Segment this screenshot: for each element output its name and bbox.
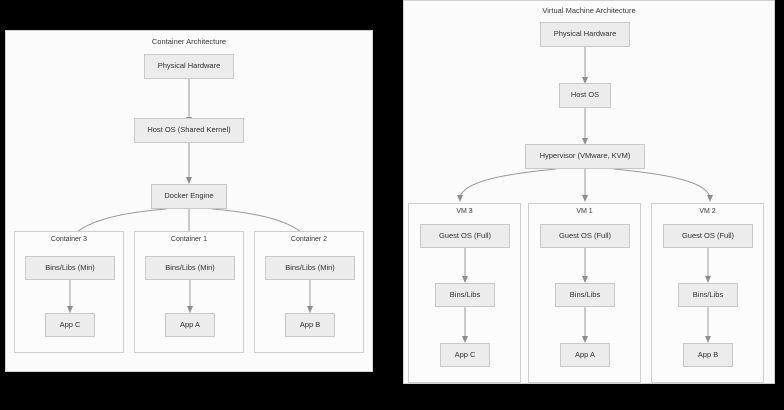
node-guest-os-full-vm3[interactable]: Guest OS (Full) — [420, 224, 510, 248]
group-vm-3-title: VM 3 — [456, 208, 473, 215]
container-architecture-panel: Container Architecture Physical Hardware… — [5, 30, 373, 372]
container-panel-title: Container Architecture — [151, 37, 227, 46]
group-container-1[interactable]: Container 1 Bins/Libs (Min) App A — [134, 231, 244, 353]
group-container-2[interactable]: Container 2 Bins/Libs (Min) App B — [254, 231, 364, 353]
group-vm-1-title: VM 1 — [576, 208, 593, 215]
group-container-3-title: Container 3 — [50, 236, 88, 243]
node-physical-hardware[interactable]: Physical Hardware — [144, 54, 234, 79]
node-binslibs-min-c1[interactable]: Bins/Libs (Min) — [145, 256, 235, 280]
node-binslibs-vm2[interactable]: Bins/Libs — [678, 283, 738, 307]
group-vm-1[interactable]: VM 1 Guest OS (Full) Bins/Libs App A — [528, 203, 641, 383]
node-host-os[interactable]: Host OS — [559, 83, 611, 108]
virtual-machine-architecture-panel: Virtual Machine Architecture Physical Ha… — [403, 0, 775, 384]
node-binslibs-min-c2[interactable]: Bins/Libs (Min) — [265, 256, 355, 280]
node-app-b-vm[interactable]: App B — [683, 343, 733, 367]
group-vm-2[interactable]: VM 2 Guest OS (Full) Bins/Libs App B — [651, 203, 764, 383]
node-app-a-vm[interactable]: App A — [560, 343, 610, 367]
node-guest-os-full-vm2[interactable]: Guest OS (Full) — [663, 224, 753, 248]
node-binslibs-vm3[interactable]: Bins/Libs — [435, 283, 495, 307]
node-host-os-shared-kernel[interactable]: Host OS (Shared Kernel) — [134, 118, 244, 143]
node-physical-hardware-vm[interactable]: Physical Hardware — [540, 22, 630, 47]
group-vm-3[interactable]: VM 3 Guest OS (Full) Bins/Libs App C — [408, 203, 521, 383]
node-guest-os-full-vm1[interactable]: Guest OS (Full) — [540, 224, 630, 248]
node-app-c-vm[interactable]: App C — [440, 343, 490, 367]
vm-panel-title: Virtual Machine Architecture — [542, 6, 636, 15]
node-app-c-container[interactable]: App C — [45, 313, 95, 337]
group-container-3[interactable]: Container 3 Bins/Libs (Min) App C — [14, 231, 124, 353]
node-hypervisor[interactable]: Hypervisor (VMware, KVM) — [525, 144, 645, 169]
group-vm-2-title: VM 2 — [699, 208, 716, 215]
node-binslibs-vm1[interactable]: Bins/Libs — [555, 283, 615, 307]
group-container-1-title: Container 1 — [170, 236, 208, 243]
node-app-a-container[interactable]: App A — [165, 313, 215, 337]
node-binslibs-min-c3[interactable]: Bins/Libs (Min) — [25, 256, 115, 280]
node-docker-engine[interactable]: Docker Engine — [151, 184, 227, 209]
node-app-b-container[interactable]: App B — [285, 313, 335, 337]
group-container-2-title: Container 2 — [290, 236, 328, 243]
